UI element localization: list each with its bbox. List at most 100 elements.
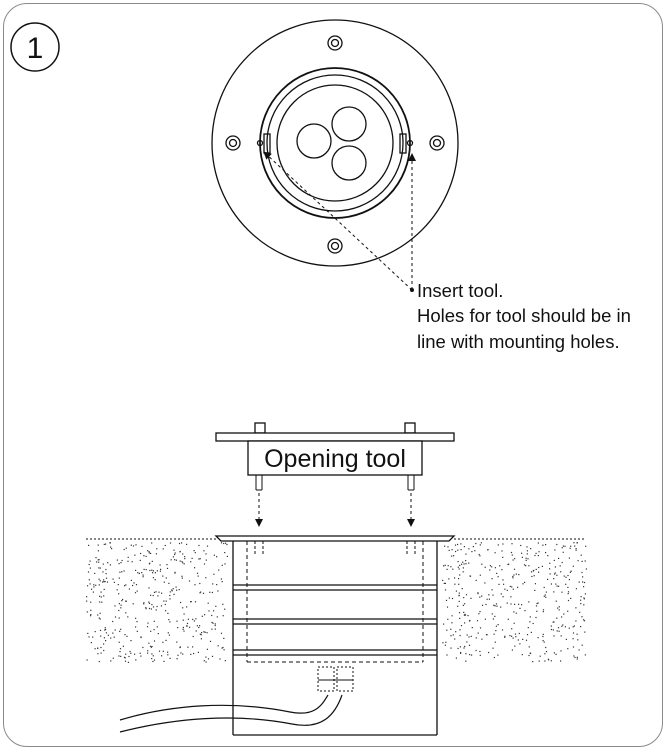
soil-speck — [179, 646, 181, 649]
soil-speck — [90, 642, 92, 644]
soil-speck — [492, 594, 494, 596]
soil-speck — [132, 584, 134, 587]
soil-speck — [150, 630, 152, 632]
soil-speck — [459, 574, 461, 576]
soil-speck — [186, 606, 188, 608]
soil-speck — [578, 581, 580, 583]
led-bottom-right — [331, 145, 367, 181]
soil-speck — [494, 552, 496, 554]
soil-speck — [93, 586, 95, 588]
soil-speck — [528, 646, 530, 648]
soil-speck — [457, 647, 459, 650]
soil-speck — [145, 607, 147, 609]
soil-speck — [458, 583, 460, 585]
soil-speck — [547, 555, 549, 557]
soil-speck — [151, 542, 153, 544]
soil-speck — [154, 579, 156, 581]
soil-speck — [168, 634, 170, 636]
soil-speck — [447, 565, 449, 567]
soil-speck — [86, 596, 88, 598]
soil-speck — [481, 595, 483, 597]
soil-speck — [89, 567, 91, 569]
soil-speck — [177, 654, 179, 656]
soil-speck — [550, 660, 552, 662]
soil-speck — [521, 556, 523, 558]
soil-speck — [202, 592, 205, 594]
soil-speck — [221, 581, 223, 583]
soil-speck — [511, 554, 513, 556]
soil-speck — [182, 619, 184, 621]
soil-speck — [88, 636, 90, 638]
soil-speck — [497, 624, 499, 626]
soil-speck — [443, 582, 445, 584]
soil-speck — [533, 569, 535, 572]
soil-speck — [90, 615, 92, 617]
soil-speck — [545, 646, 547, 649]
soil-speck — [538, 551, 540, 553]
soil-speck — [119, 648, 122, 650]
soil-speck — [447, 546, 449, 548]
soil-speck — [168, 582, 170, 584]
soil-speck — [167, 654, 169, 656]
soil-speck — [507, 618, 509, 620]
soil-speck — [560, 660, 562, 662]
soil-speck — [572, 638, 574, 640]
soil-speck — [464, 645, 466, 648]
soil-speck — [103, 579, 105, 581]
soil-speck — [222, 603, 224, 605]
soil-speck — [179, 550, 181, 553]
soil-speck — [526, 634, 529, 636]
soil-speck — [163, 600, 165, 602]
soil-speck — [199, 633, 201, 635]
soil-speck — [557, 627, 560, 629]
soil-speck — [458, 594, 460, 596]
soil-speck — [142, 646, 144, 649]
soil-speck — [188, 580, 191, 582]
soil-speck — [550, 583, 552, 585]
soil-speck — [568, 627, 570, 629]
soil-speck — [488, 651, 490, 654]
soil-speck — [581, 644, 583, 646]
soil-speck — [569, 571, 571, 573]
soil-speck — [192, 618, 194, 620]
soil-speck — [223, 542, 225, 545]
soil-speck — [116, 559, 118, 561]
soil-speck — [99, 612, 101, 614]
soil-speck — [123, 656, 126, 658]
soil-speck — [203, 631, 205, 633]
soil-speck — [151, 569, 153, 571]
soil-speck — [491, 566, 493, 568]
soil-speck — [127, 560, 129, 562]
soil-speck — [497, 654, 499, 656]
soil-speck — [575, 607, 577, 609]
soil-speck — [583, 598, 585, 600]
soil-speck — [538, 566, 540, 569]
soil-speck — [201, 615, 203, 617]
soil-speck — [130, 544, 132, 546]
soil-speck — [554, 549, 556, 551]
soil-speck — [127, 556, 129, 558]
soil-speck — [142, 576, 144, 578]
soil-speck — [203, 563, 206, 565]
soil-speck — [560, 571, 562, 573]
soil-speck — [535, 616, 537, 619]
soil-speck — [158, 591, 160, 593]
soil-speck — [103, 649, 105, 652]
soil-speck — [445, 641, 447, 643]
soil-speck — [559, 565, 561, 567]
soil-speck — [112, 657, 114, 659]
soil-speck — [158, 650, 161, 652]
soil-speck — [109, 542, 111, 544]
soil-speck — [549, 568, 551, 570]
soil-speck — [171, 589, 173, 591]
soil-speck — [124, 657, 126, 659]
soil-speck — [491, 613, 493, 615]
soil-speck — [94, 648, 96, 650]
soil-speck — [527, 627, 529, 629]
soil-speck — [580, 626, 582, 628]
soil-speck — [543, 641, 545, 643]
soil-speck — [581, 616, 583, 618]
leader-left — [263, 151, 413, 291]
soil-speck — [148, 551, 150, 553]
soil-speck — [502, 556, 504, 558]
